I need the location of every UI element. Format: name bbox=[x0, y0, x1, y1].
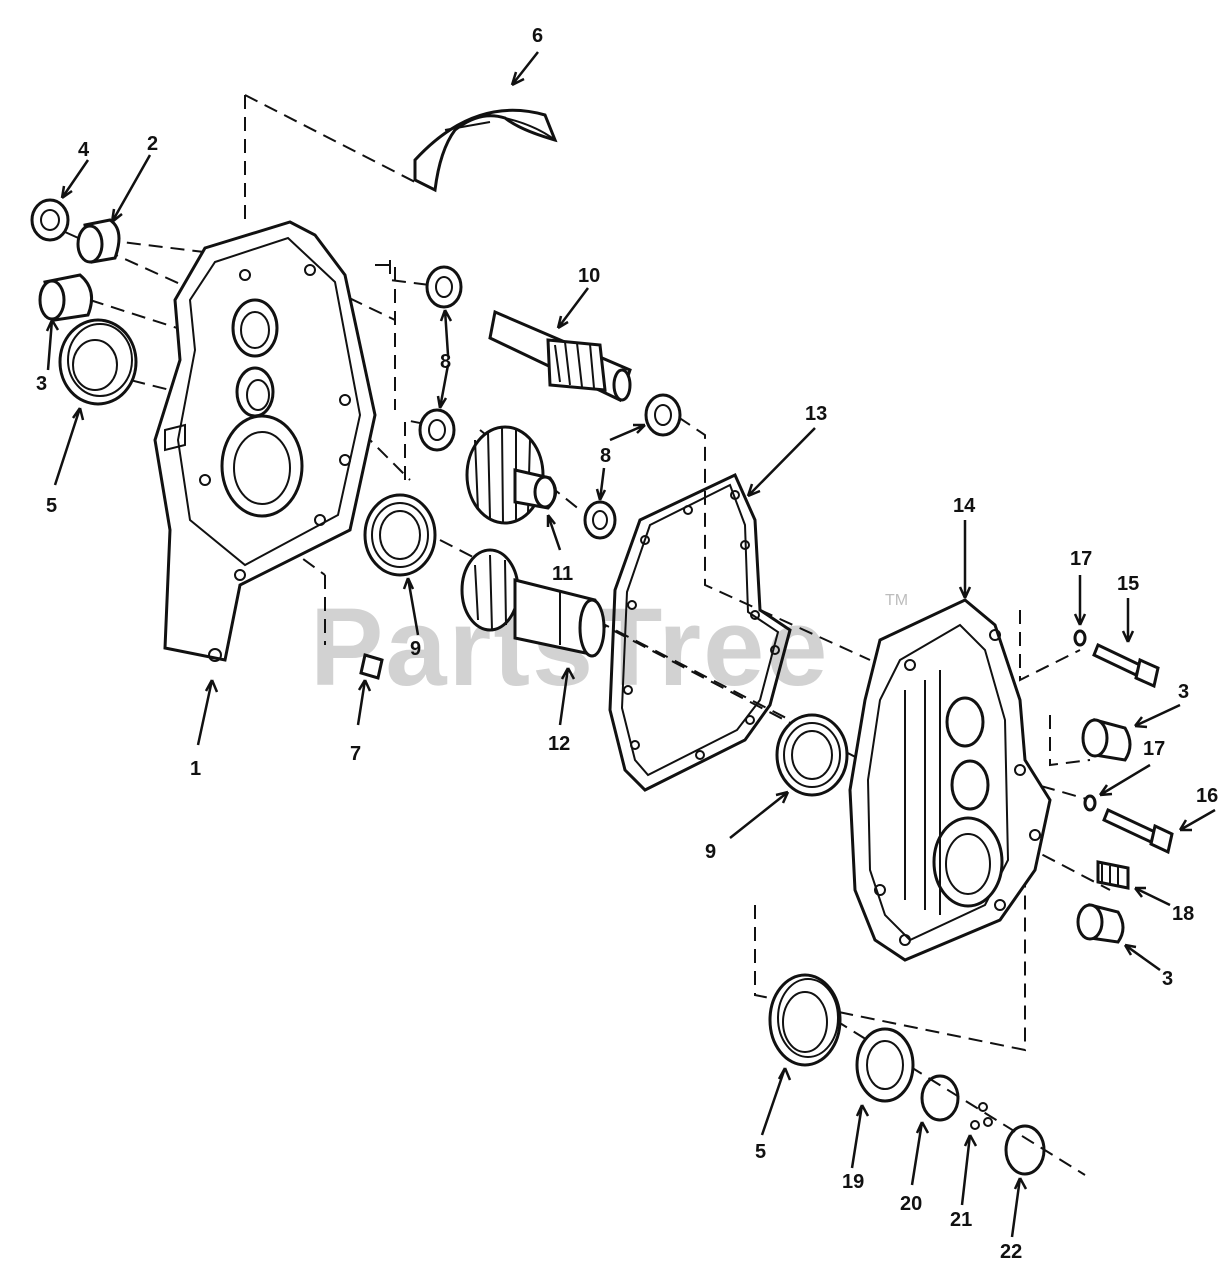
callout-6: 6 bbox=[532, 25, 543, 47]
part-17-washer-2 bbox=[1083, 794, 1097, 812]
part-17-washer-1 bbox=[1073, 629, 1087, 647]
part-8-washer-2 bbox=[418, 408, 456, 452]
callout-3-right-upper: 3 bbox=[1178, 681, 1189, 703]
callout-16: 16 bbox=[1196, 785, 1218, 807]
callout-20: 20 bbox=[900, 1193, 922, 1215]
part-5-seal-right bbox=[768, 973, 842, 1067]
callout-11: 11 bbox=[552, 563, 573, 585]
callout-9-left: 9 bbox=[410, 638, 421, 660]
part-3-bearing-right-1 bbox=[1081, 718, 1132, 762]
part-6-shield bbox=[413, 108, 558, 193]
part-4-seal bbox=[30, 198, 70, 242]
part-8-washer-3 bbox=[644, 393, 682, 437]
part-1-housing-left bbox=[153, 220, 377, 662]
callout-14: 14 bbox=[953, 495, 976, 517]
part-9-bearing-left bbox=[363, 493, 437, 577]
callout-8-upper: 8 bbox=[440, 351, 451, 373]
part-15-bolt bbox=[1092, 642, 1160, 689]
callout-15: 15 bbox=[1117, 573, 1139, 595]
part-3-bearing-right-2 bbox=[1076, 903, 1125, 944]
leader-arrows bbox=[45, 51, 1216, 1238]
watermark-trademark: TM bbox=[885, 592, 908, 609]
part-2-bearing bbox=[76, 218, 121, 264]
part-11-gear bbox=[465, 425, 557, 525]
part-7-dowel bbox=[359, 653, 384, 680]
part-3-bearing-left bbox=[38, 273, 94, 322]
part-19-bearing bbox=[855, 1027, 915, 1103]
callout-5-right: 5 bbox=[755, 1141, 766, 1163]
part-20-snap-ring bbox=[920, 1074, 960, 1122]
callout-1: 1 bbox=[190, 758, 201, 780]
part-8-washer-4 bbox=[583, 500, 617, 540]
callout-2: 2 bbox=[147, 133, 158, 155]
callout-21: 21 bbox=[950, 1209, 972, 1231]
part-13-gasket bbox=[608, 472, 792, 792]
callout-18: 18 bbox=[1172, 903, 1194, 925]
callout-17-upper: 17 bbox=[1070, 548, 1092, 570]
callout-4: 4 bbox=[78, 139, 90, 161]
callout-9-right: 9 bbox=[705, 841, 716, 863]
callout-3-left: 3 bbox=[36, 373, 47, 395]
part-16-bolt bbox=[1102, 807, 1174, 855]
callout-5-left: 5 bbox=[46, 495, 57, 517]
part-8-washer-1 bbox=[425, 265, 463, 309]
part-21-balls bbox=[970, 1102, 993, 1130]
callout-3-right-lower: 3 bbox=[1162, 968, 1173, 990]
callout-22: 22 bbox=[1000, 1241, 1022, 1263]
callout-17-lower: 17 bbox=[1143, 738, 1165, 760]
callout-labels: 6 2 4 3 5 1 7 8 8 11 9 12 13 14 9 17 15 … bbox=[36, 25, 1218, 1263]
part-14-housing-right bbox=[848, 598, 1052, 962]
part-22-ring bbox=[1004, 1124, 1046, 1176]
part-12-pinion-shaft bbox=[460, 548, 606, 658]
callout-7: 7 bbox=[350, 743, 361, 765]
callout-12: 12 bbox=[548, 733, 570, 755]
part-10-shaft bbox=[488, 309, 632, 403]
callout-13: 13 bbox=[805, 403, 827, 425]
part-5-seal-left bbox=[58, 318, 138, 406]
part-9-bearing-right bbox=[775, 713, 849, 797]
part-18-plug bbox=[1096, 860, 1130, 890]
callout-8-right: 8 bbox=[600, 445, 611, 467]
callout-10-text: 10 bbox=[578, 265, 600, 287]
callout-19: 19 bbox=[842, 1171, 864, 1193]
